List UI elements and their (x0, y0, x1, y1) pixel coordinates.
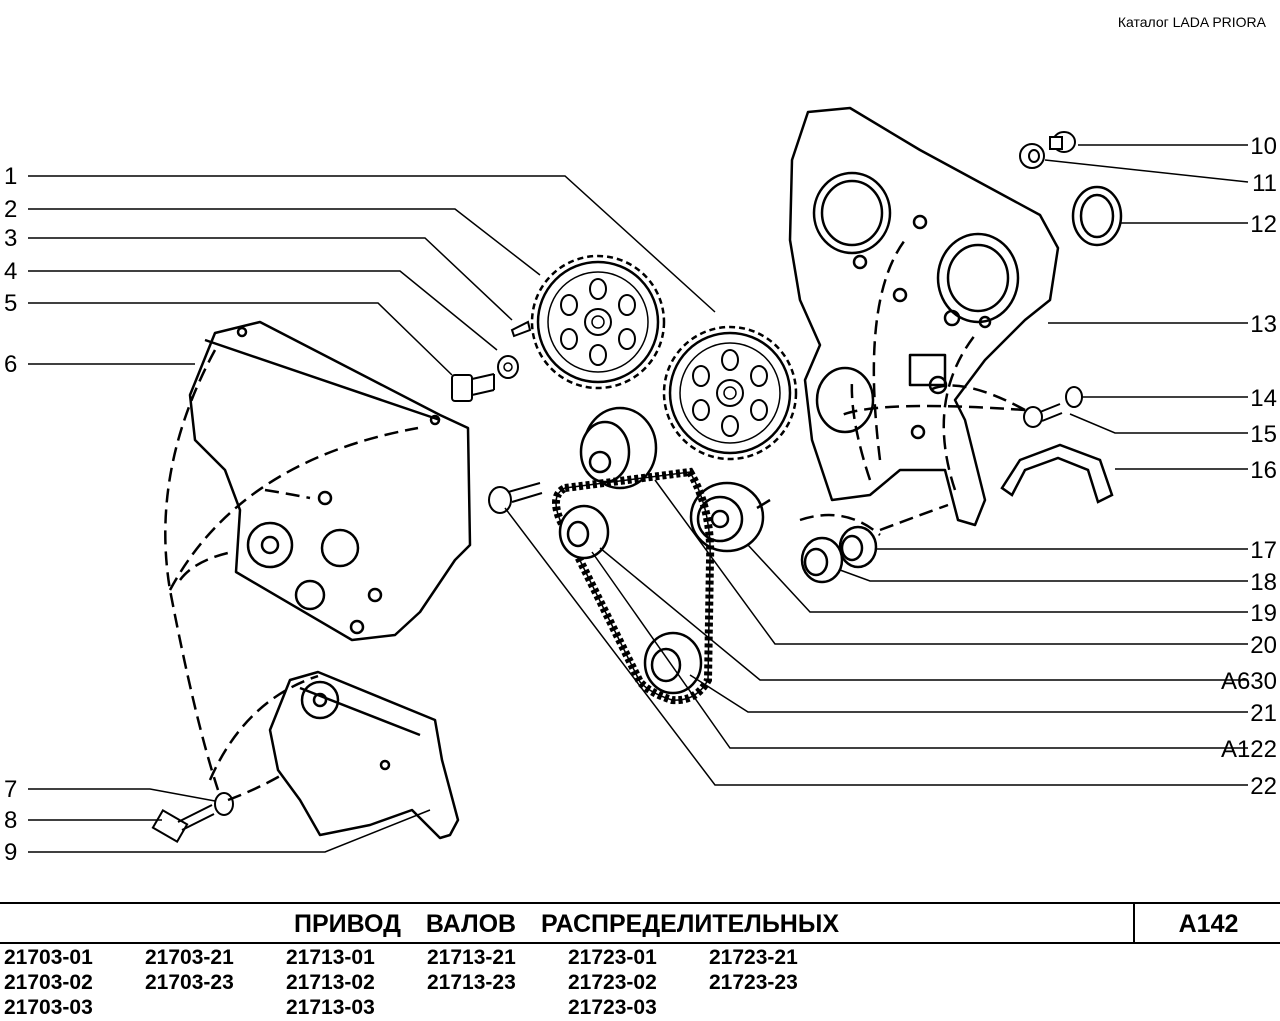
oil-seal-12 (1071, 185, 1123, 247)
model-code: 21713-02 (286, 971, 375, 994)
callout-18: 18 (1250, 569, 1277, 596)
model-code: 21723-02 (568, 971, 657, 994)
callout-4: 4 (4, 258, 17, 285)
upper-front-cover (188, 320, 472, 642)
callout-13: 13 (1250, 311, 1277, 338)
washer-14 (1065, 386, 1083, 408)
page-title: ПРИВОД ВАЛОВ РАСПРЕДЕЛИТЕЛЬНЫХ (293, 910, 839, 938)
callout-9: 9 (4, 839, 17, 866)
crankshaft-sprocket (643, 631, 703, 695)
model-code (145, 996, 286, 1021)
bolt-15 (1023, 403, 1063, 428)
bushing-18 (800, 536, 844, 584)
callout-11: 11 (1252, 170, 1277, 197)
model-code: 21723-21 (709, 946, 798, 969)
rear-cover (788, 106, 1060, 527)
callout-19: 19 (1250, 600, 1277, 627)
tensioner-roller-20 (579, 406, 658, 490)
exploded-parts-diagram: 1 2 3 4 5 6 7 8 9 10 11 12 13 14 15 16 1… (4, 106, 1277, 866)
camshaft-sprocket-2 (530, 254, 666, 390)
callout-15: 15 (1250, 421, 1277, 448)
washer-4 (497, 355, 519, 379)
model-code: 21713-01 (286, 946, 375, 969)
model-code: 21723-01 (568, 946, 657, 969)
model-code (427, 996, 568, 1021)
bolt-22 (488, 482, 543, 514)
lower-front-cover (268, 670, 460, 840)
callout-2: 2 (4, 196, 17, 223)
callout-20: 20 (1250, 632, 1277, 659)
model-code: 21703-21 (145, 946, 234, 969)
callout-21: 21 (1250, 700, 1277, 727)
model-code: 21713-03 (286, 996, 375, 1019)
section-code: A142 (1133, 904, 1280, 942)
callout-a630: A630 (1221, 668, 1277, 695)
callout-22: 22 (1250, 773, 1277, 800)
callout-1: 1 (4, 163, 17, 190)
model-code (709, 996, 850, 1021)
key-3 (510, 320, 532, 338)
washer-11 (1019, 143, 1045, 169)
callout-12: 12 (1250, 211, 1277, 238)
catalog-header: Каталог LADA PRIORA (1117, 14, 1266, 30)
title-bar: ПРИВОД ВАЛОВ РАСПРЕДЕЛИТЕЛЬНЫХ A142 (0, 902, 1280, 944)
callout-6: 6 (4, 351, 17, 378)
callout-3: 3 (4, 225, 17, 252)
washer-7 (214, 792, 234, 816)
callout-10: 10 (1250, 133, 1277, 160)
bolt-8 (151, 804, 215, 844)
coolant-pump-pulley (558, 504, 610, 560)
model-codes: 21703-01 21703-21 21713-01 21713-21 2172… (4, 946, 850, 1021)
model-code: 21713-21 (427, 946, 516, 969)
callouts: 1 2 3 4 5 6 7 8 9 10 11 12 13 14 15 16 1… (4, 133, 1277, 866)
callout-a122: A122 (1221, 736, 1277, 763)
model-code: 21703-02 (4, 971, 93, 994)
assembly-guides (164, 239, 1026, 802)
leader-lines (28, 144, 1249, 853)
callout-16: 16 (1250, 457, 1277, 484)
model-code: 21723-23 (709, 971, 798, 994)
plug-10 (1049, 131, 1076, 153)
bolt-5 (451, 373, 495, 402)
bushing-17 (838, 525, 878, 569)
model-code: 21703-01 (4, 946, 93, 969)
callout-7: 7 (4, 776, 17, 803)
model-code: 21703-03 (4, 996, 93, 1019)
bracket-16 (1000, 443, 1114, 504)
model-code: 21713-23 (427, 971, 516, 994)
model-code: 21723-03 (568, 996, 657, 1019)
camshaft-sprocket-1 (662, 325, 798, 461)
callout-8: 8 (4, 807, 17, 834)
callout-5: 5 (4, 290, 17, 317)
model-code: 21703-23 (145, 971, 234, 994)
callout-14: 14 (1250, 385, 1277, 412)
callout-17: 17 (1250, 537, 1277, 564)
